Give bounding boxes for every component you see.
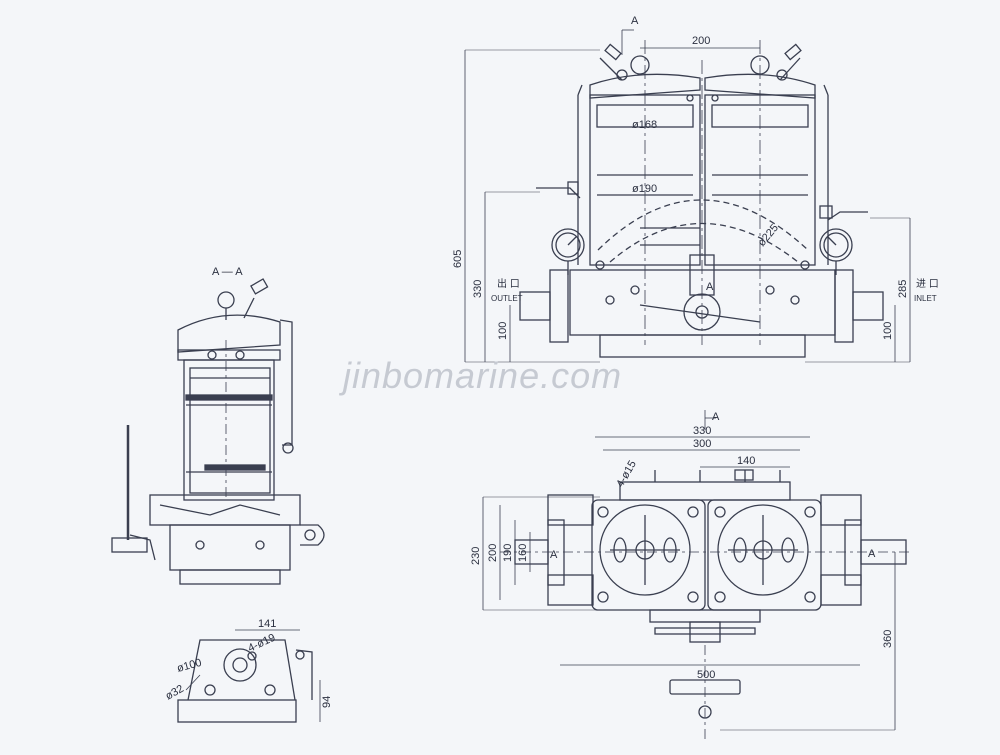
plan-filter-right [717,504,809,596]
watermark: jinbomarine.com [343,355,623,396]
plan-body-left [591,499,706,611]
dim-plan-hole: 4-ø15 [614,459,639,490]
dim-base-141: 141 [258,618,276,630]
base-manifold [569,269,836,336]
dim-dia-225: ø225 [756,222,781,249]
dim-dia-190: ø190 [632,183,657,195]
section-lifting-eye [217,291,235,309]
outlet-label-en: OUTLET [491,294,523,303]
section-mark-plan-right: A [868,548,876,560]
base-detail-view [177,629,321,723]
dim-plan-330: 330 [693,425,711,437]
dim-height-285: 285 [897,280,909,298]
filter-element-band-1 [185,394,273,401]
dim-plan-300: 300 [693,438,711,450]
section-mark-plan-left: A [550,549,558,561]
dim-dia-168: ø168 [632,119,657,131]
section-mark-top: A [631,15,639,27]
vent-valve-left [599,43,628,81]
plan-view [482,410,910,740]
dim-base-dia-100: ø100 [176,657,203,675]
dim-base-holes: 4-ø19 [246,632,277,655]
dim-height-330: 330 [472,280,484,298]
pressure-gauge-right [819,228,853,275]
dim-height-605: 605 [452,250,464,268]
outlet-label-cn: 出 口 [497,277,520,290]
dim-plan-500: 500 [697,669,715,681]
dim-plan-200: 200 [487,544,499,562]
section-vent-valve [243,278,269,319]
dim-height-100-left: 100 [497,322,509,340]
front-view [464,29,911,363]
pressure-gauge-left [551,228,585,275]
inlet-label-cn: 进 口 [916,278,939,290]
filter-cap-left [589,73,701,99]
section-mark-front-centre: A [706,281,714,293]
base-port [223,648,257,682]
dim-plan-230: 230 [470,547,482,565]
lifting-eye-left [630,55,650,75]
outlet-flange [549,269,569,343]
dim-plan-140: 140 [737,455,755,467]
section-view-a-a [111,278,325,585]
vent-valve-right [776,43,802,81]
dim-base-94: 94 [321,696,333,708]
changeover-valve [639,227,761,331]
filter-element-band-2 [204,464,266,471]
plan-filter-left [599,504,691,596]
inlet-flange [834,269,854,343]
plan-lever-upper [654,627,756,635]
section-mark-plan: A [712,411,720,423]
dim-plan-160: 160 [517,544,529,562]
dim-plan-360: 360 [882,630,894,648]
dim-plan-190: 190 [502,544,514,562]
plan-body-right [707,499,822,611]
section-title: A — A [212,266,243,278]
dim-width-200: 200 [692,35,710,47]
dim-height-100-right: 100 [882,322,894,340]
inlet-label-en: INLET [914,294,937,303]
